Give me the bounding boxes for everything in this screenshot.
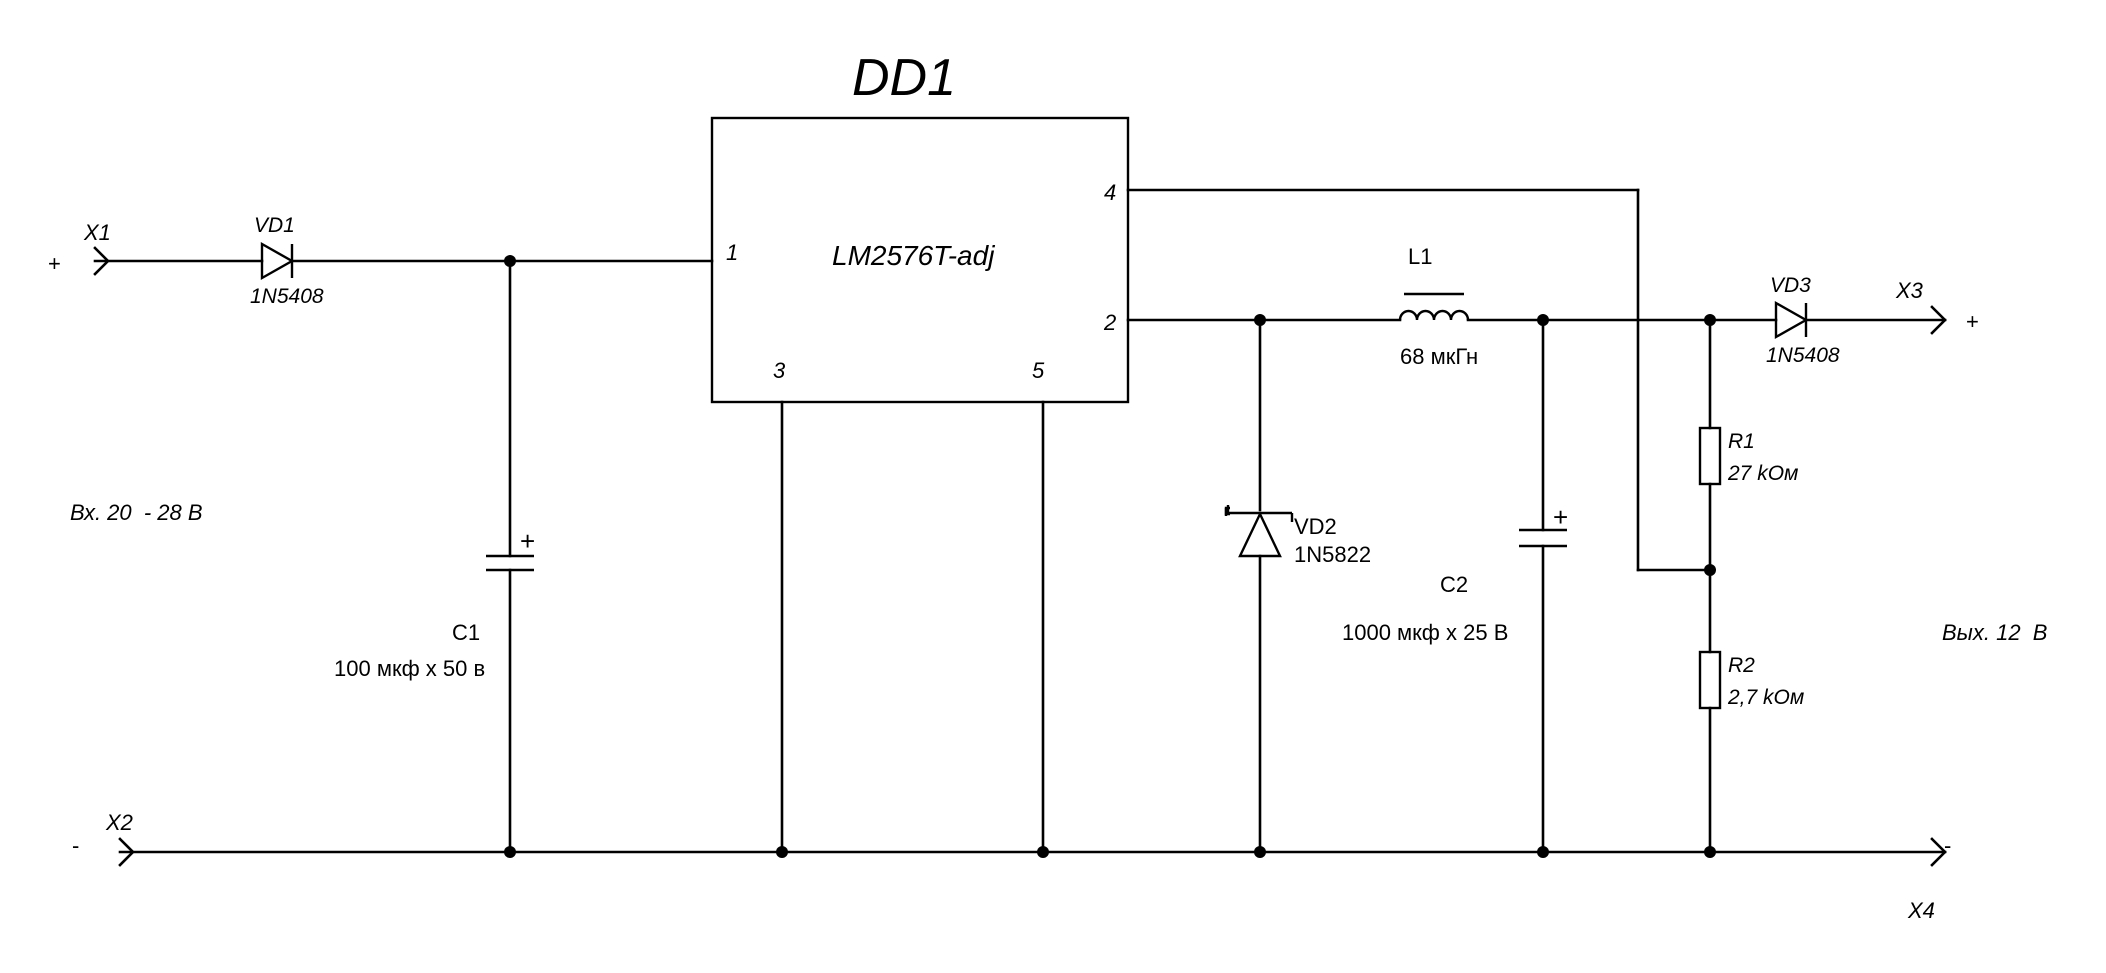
ic-pin-3: 3 <box>773 358 786 383</box>
x1-sign: + <box>48 251 61 276</box>
ic-part-label: LM2576T-adj <box>832 240 995 271</box>
r1-ref: R1 <box>1728 430 1755 453</box>
vd2-value: 1N5822 <box>1294 542 1371 567</box>
l1-value: 68 мкГн <box>1400 344 1478 369</box>
x1-connector-arrow <box>93 246 110 276</box>
x3-sign: + <box>1966 309 1979 334</box>
r1-resistor-symbol <box>1698 426 1722 486</box>
vd2-ref: VD2 <box>1294 514 1337 539</box>
ic-pin-5: 5 <box>1032 358 1045 383</box>
vd3-ref: VD3 <box>1770 274 1811 297</box>
c2-polarity: + <box>1553 502 1568 532</box>
ic-pin-2: 2 <box>1103 310 1116 335</box>
r2-ref: R2 <box>1728 654 1755 677</box>
r2-value: 2,7 kОм <box>1727 686 1804 709</box>
vd3-value: 1N5408 <box>1766 344 1840 367</box>
vd1-value: 1N5408 <box>250 285 324 308</box>
x4-connector-arrow <box>1930 837 1947 867</box>
c1-ref: C1 <box>452 620 480 645</box>
x2-sign: - <box>72 833 79 858</box>
ic-pin-1: 1 <box>726 240 738 265</box>
output-voltage-label: Вых. 12 В <box>1942 620 2047 645</box>
c1-capacitor-symbol <box>486 554 534 572</box>
vd1-ref: VD1 <box>254 214 295 237</box>
vd3-diode-symbol <box>1774 300 1809 340</box>
vd2-schottky-diode-symbol <box>1224 505 1294 558</box>
r2-resistor-symbol <box>1698 650 1722 710</box>
junction-dots <box>504 255 1716 858</box>
c2-capacitor-symbol <box>1519 528 1567 548</box>
x3-connector-arrow <box>1930 305 1947 335</box>
wires <box>93 188 1947 854</box>
c2-value: 1000 мкф х 25 В <box>1342 620 1508 645</box>
x1-label: X1 <box>83 220 111 245</box>
l1-inductor-symbol <box>1398 292 1470 321</box>
x3-label: X3 <box>1895 278 1924 303</box>
c1-value: 100 мкф х 50 в <box>334 656 485 681</box>
ic-pin-4: 4 <box>1104 180 1116 205</box>
x2-label: X2 <box>105 810 133 835</box>
c2-ref: C2 <box>1440 572 1468 597</box>
x2-connector-arrow <box>118 837 135 867</box>
input-voltage-label: Вх. 20 - 28 В <box>70 500 203 525</box>
r1-value: 27 kОм <box>1727 462 1798 485</box>
vd1-diode-symbol <box>260 241 295 281</box>
schematic-title: DD1 <box>852 49 956 107</box>
l1-ref: L1 <box>1408 244 1432 269</box>
c1-polarity: + <box>520 526 535 556</box>
x4-label: X4 <box>1907 898 1935 923</box>
x4-sign: - <box>1944 833 1951 858</box>
